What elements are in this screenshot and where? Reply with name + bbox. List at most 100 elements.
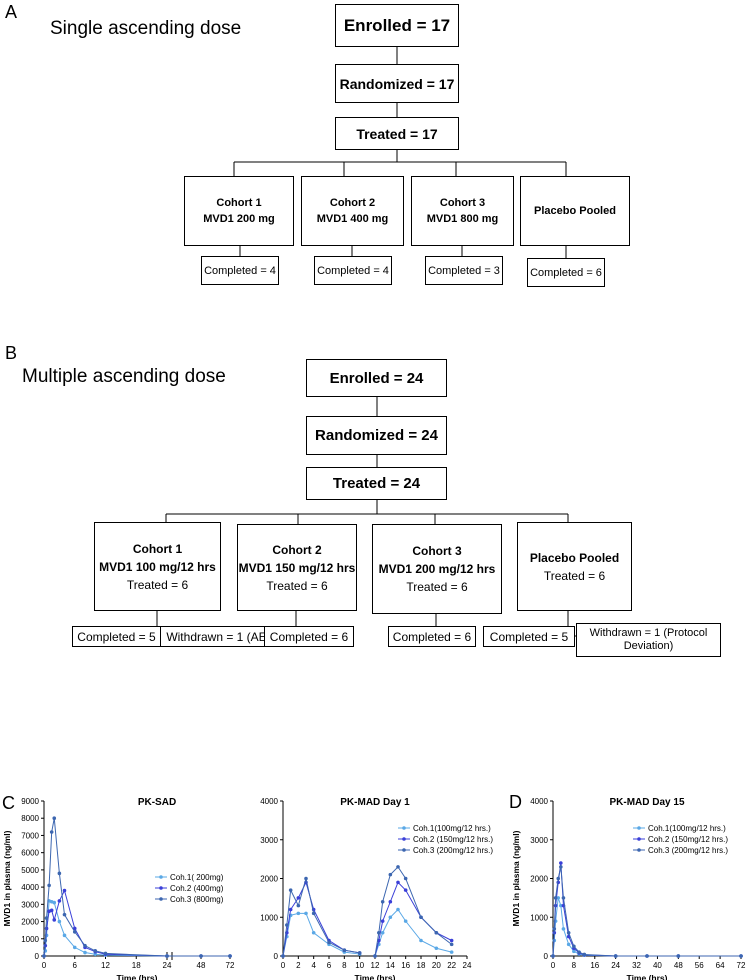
mad-placebo-completed-box: Completed = 5 (483, 626, 575, 647)
x-axis-label: Time (hrs) (117, 973, 158, 980)
y-tick-label: 8000 (21, 814, 39, 823)
sad-cohort-2-completed: Completed = 4 (317, 264, 389, 277)
x-tick-label: 8 (342, 961, 347, 970)
x-tick-label: 6 (327, 961, 332, 970)
y-tick-label: 4000 (21, 883, 39, 892)
data-point (577, 950, 581, 954)
mad-cohort-1-dose: MVD1 100 mg/12 hrs (99, 559, 216, 574)
data-point (83, 950, 87, 955)
data-point (403, 876, 408, 881)
sad-placebo-name: Placebo Pooled (534, 204, 616, 217)
x-tick-label: 56 (695, 961, 704, 970)
data-point (449, 950, 454, 954)
x-tick-label: 16 (590, 961, 599, 970)
data-point (582, 952, 587, 957)
x-tick-label: 64 (716, 961, 725, 970)
data-point (57, 871, 62, 876)
data-point (556, 896, 561, 900)
series-line (43, 900, 230, 957)
x-tick-label: 22 (447, 961, 456, 970)
x-tick-label: 8 (572, 961, 577, 970)
x-tick-label: 20 (432, 961, 441, 970)
legend-label: Coh.3 (200mg/12 hrs.) (413, 846, 493, 855)
data-point (304, 876, 308, 881)
data-point (52, 918, 57, 922)
data-point (72, 945, 77, 950)
sad-flow-connectors (233, 47, 567, 258)
mad-cohort-2-completed-box: Completed = 6 (264, 626, 354, 647)
series-line (374, 908, 452, 957)
x-tick-label: 4 (311, 961, 316, 970)
data-point (62, 888, 67, 893)
series-line (282, 912, 360, 957)
mad-cohort-2-completed: Completed = 6 (269, 629, 349, 644)
data-point (93, 949, 98, 953)
mad-cohort-1-name: Cohort 1 (132, 541, 183, 556)
y-tick-label: 3000 (21, 900, 39, 909)
data-point (377, 930, 381, 935)
data-point (52, 900, 57, 905)
x-tick-label: 6 (73, 961, 78, 970)
mad-placebo-withdrawn-line2: Deviation) (623, 640, 674, 652)
x-tick-label: 24 (463, 961, 472, 970)
data-point (645, 954, 649, 958)
mad-placebo-completed: Completed = 5 (489, 629, 569, 644)
series-line (374, 881, 452, 957)
data-point (281, 954, 285, 958)
legend-marker (159, 886, 163, 890)
x-tick-label: 72 (226, 961, 235, 970)
y-tick-label: 2000 (21, 918, 39, 927)
data-point (553, 896, 558, 900)
data-point (403, 888, 408, 892)
sad-placebo-box: Placebo Pooled (520, 176, 630, 246)
mad-cohort-3-completed: Completed = 6 (392, 629, 472, 644)
mad-treated-box: Treated = 24 (306, 467, 447, 500)
data-point (43, 938, 48, 943)
legend-marker (637, 848, 641, 852)
x-tick-label: 0 (42, 961, 47, 970)
series-line (282, 880, 360, 957)
y-tick-label: 2000 (530, 875, 548, 884)
x-tick-label: 12 (371, 961, 380, 970)
x-tick-label: 48 (197, 961, 206, 970)
mad-cohort-3-box: Cohort 3 MVD1 200 mg/12 hrs Treated = 6 (372, 524, 502, 614)
mad-cohort-1-treated: Treated = 6 (126, 577, 189, 592)
legend-label: Coh.1(100mg/12 hrs.) (413, 824, 491, 833)
data-point (342, 948, 347, 952)
mad-cohort-3-completed-box: Completed = 6 (388, 626, 476, 647)
mad-placebo-withdrawn-line1: Withdrawn = 1 (Protocol (589, 626, 708, 639)
mad-placebo-withdrawn-box: Withdrawn = 1 (Protocol Deviation) (576, 623, 721, 657)
data-point (561, 896, 566, 900)
legend-label: Coh.2 (150mg/12 hrs.) (413, 835, 493, 844)
y-tick-label: 1000 (530, 913, 548, 922)
sad-section-title: Single ascending dose (50, 18, 242, 39)
data-point (44, 926, 49, 931)
data-point (327, 940, 331, 945)
mad-treated-text: Treated = 24 (332, 475, 421, 492)
mad-cohort-2-dose: MVD1 150 mg/12 hrs (238, 560, 356, 575)
mad-cohort-1-withdrawn: Withdrawn = 1 (AE) (166, 629, 271, 644)
y-tick-label: 9000 (21, 797, 39, 806)
legend-marker (159, 875, 163, 879)
x-tick-label: 0 (551, 961, 556, 970)
data-point (373, 954, 377, 958)
x-tick-label: 16 (401, 961, 410, 970)
mad-cohort-2-treated: Treated = 6 (266, 578, 328, 593)
x-tick-label: 14 (386, 961, 395, 970)
data-point (559, 861, 563, 865)
data-point (296, 903, 301, 908)
data-point (551, 954, 555, 958)
x-tick-label: 40 (653, 961, 662, 970)
y-tick-label: 1000 (21, 935, 39, 944)
data-point (311, 911, 316, 916)
mad-cohort-2-box: Cohort 2 MVD1 150 mg/12 hrs Treated = 6 (237, 524, 357, 611)
data-point (388, 899, 393, 904)
data-point (288, 907, 293, 912)
y-tick-label: 3000 (260, 836, 278, 845)
data-point (304, 911, 308, 916)
x-tick-label: 24 (611, 961, 620, 970)
legend-label: Coh.1( 200mg) (170, 873, 224, 882)
sad-treated-text: Treated = 17 (356, 125, 438, 142)
y-axis-label: MVD1 in plasma (ng/ml) (511, 830, 521, 926)
